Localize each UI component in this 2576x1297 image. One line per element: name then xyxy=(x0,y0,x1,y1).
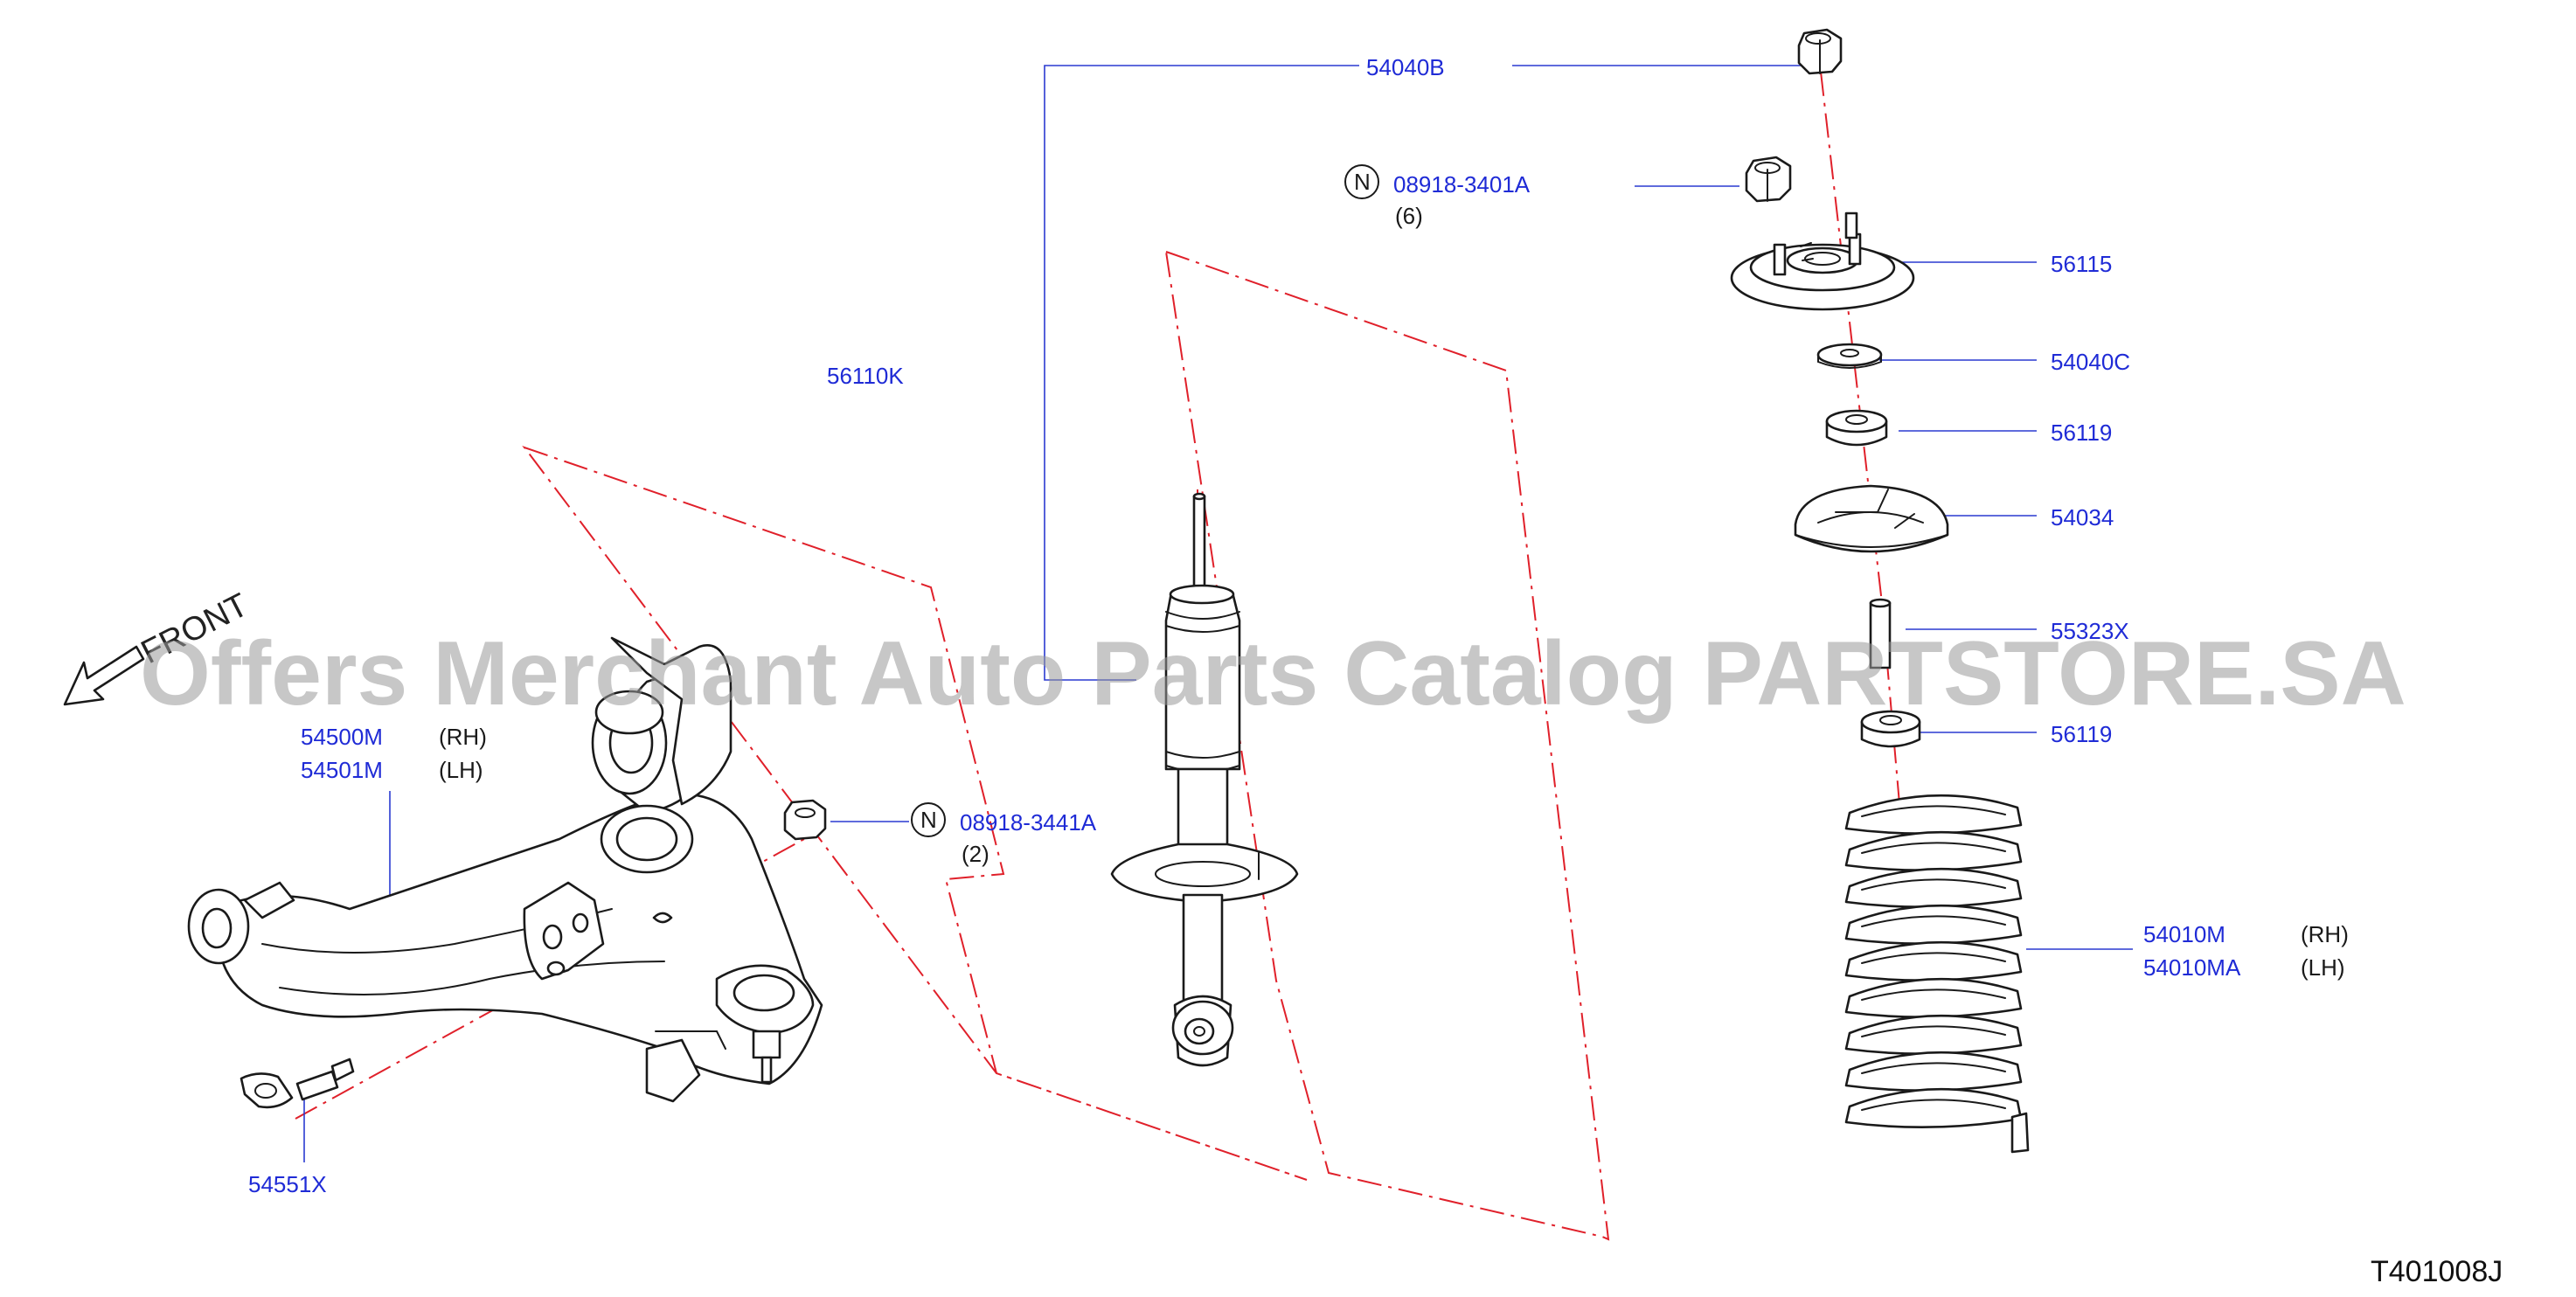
n-badge-letter: N xyxy=(920,807,937,833)
spring-coil-edge xyxy=(1861,988,2006,1001)
arm-shock-frame xyxy=(522,445,1308,1181)
washer-54040C[interactable] xyxy=(1816,343,1883,369)
n-badge-letter: N xyxy=(1354,169,1371,195)
spring-coil xyxy=(1844,794,2023,835)
spring-coil-edge xyxy=(1861,1025,2006,1037)
lower-control-arm-54500M[interactable] xyxy=(187,636,823,1103)
leader-lines xyxy=(303,65,2133,1162)
top-nut-54040B[interactable] xyxy=(1797,28,1843,75)
spring-coil xyxy=(1844,830,2023,871)
spring-coil-edge xyxy=(1861,952,2006,964)
n-marker-08918-3401A: N xyxy=(1344,164,1379,199)
part-number-08918-3441A[interactable]: 08918-3441A xyxy=(960,809,1097,836)
arm-bolt-54551X[interactable] xyxy=(240,1058,355,1109)
part-number-56119-lower[interactable]: 56119 xyxy=(2051,721,2112,747)
bushing-56119-lower[interactable] xyxy=(1860,710,1921,748)
spring-end-tail xyxy=(2010,1112,2030,1154)
note-54010M: (RH) xyxy=(2301,921,2349,947)
mount-nut-08918-3401A[interactable] xyxy=(1745,156,1792,203)
note-54501M: (LH) xyxy=(439,757,483,783)
n-marker-08918-3441A: N xyxy=(911,802,946,837)
part-number-54034[interactable]: 54034 xyxy=(2051,504,2114,531)
spring-coil-edge xyxy=(1861,915,2006,927)
part-number-54010M[interactable]: 54010M xyxy=(2143,921,2225,947)
spring-coil xyxy=(1844,867,2023,908)
part-labels: 54040B N 08918-3401A (6) 56115 54040C 56… xyxy=(248,54,2349,1197)
qty-08918-3401A: (6) xyxy=(1395,203,1423,229)
part-number-54040B[interactable]: 54040B xyxy=(1366,54,1445,80)
spring-seat-54034[interactable] xyxy=(1794,484,1949,553)
spring-coil xyxy=(1844,940,2023,981)
spring-coil-edge xyxy=(1861,805,2006,817)
part-number-56119-upper[interactable]: 56119 xyxy=(2051,420,2112,446)
spring-coil-edge xyxy=(1861,878,2006,891)
part-number-08918-3401A[interactable]: 08918-3401A xyxy=(1393,171,1531,198)
strut-mount-insulator-56115[interactable] xyxy=(1730,212,1915,311)
part-number-55323X[interactable]: 55323X xyxy=(2051,618,2129,644)
shock-assembly-frame xyxy=(1164,250,1610,1241)
watermark-text: Offers Merchant Auto Parts Catalog PARTS… xyxy=(140,623,2406,725)
part-number-54500M[interactable]: 54500M xyxy=(301,724,383,750)
n-badge-icon xyxy=(911,802,946,837)
spring-coil xyxy=(1844,1014,2023,1055)
arm-nut-08918-3441A[interactable] xyxy=(783,799,827,841)
qty-08918-3441A: (2) xyxy=(962,841,989,867)
n-badge-icon xyxy=(1344,164,1379,199)
part-number-56115[interactable]: 56115 xyxy=(2051,251,2112,277)
diagram-reference-code: T401008J xyxy=(2371,1255,2503,1288)
spring-coil-edge xyxy=(1861,1062,2006,1074)
spring-coil xyxy=(1844,1051,2023,1092)
part-number-54040C[interactable]: 54040C xyxy=(2051,349,2130,375)
bound-bumper-55323X[interactable] xyxy=(1869,598,1892,669)
spring-coil-edge xyxy=(1861,1099,2006,1111)
coil-spring-54010M[interactable] xyxy=(1844,794,2030,1154)
part-number-56110K[interactable]: 56110K xyxy=(827,363,904,389)
top-stack-axis xyxy=(1820,71,1906,875)
note-54500M: (RH) xyxy=(439,724,487,750)
part-number-54551X[interactable]: 54551X xyxy=(248,1171,327,1197)
spring-coil-edge xyxy=(1861,842,2006,854)
leader-56110K xyxy=(1044,65,1359,681)
bushing-56119-upper[interactable] xyxy=(1825,409,1888,447)
spring-coil xyxy=(1844,904,2023,945)
front-arrow-icon xyxy=(63,645,145,706)
part-number-54501M[interactable]: 54501M xyxy=(301,757,383,783)
spring-coil xyxy=(1844,977,2023,1018)
note-54010MA: (LH) xyxy=(2301,954,2345,981)
shock-absorber-56110K[interactable] xyxy=(1110,492,1299,1067)
part-number-54010MA[interactable]: 54010MA xyxy=(2143,954,2241,981)
